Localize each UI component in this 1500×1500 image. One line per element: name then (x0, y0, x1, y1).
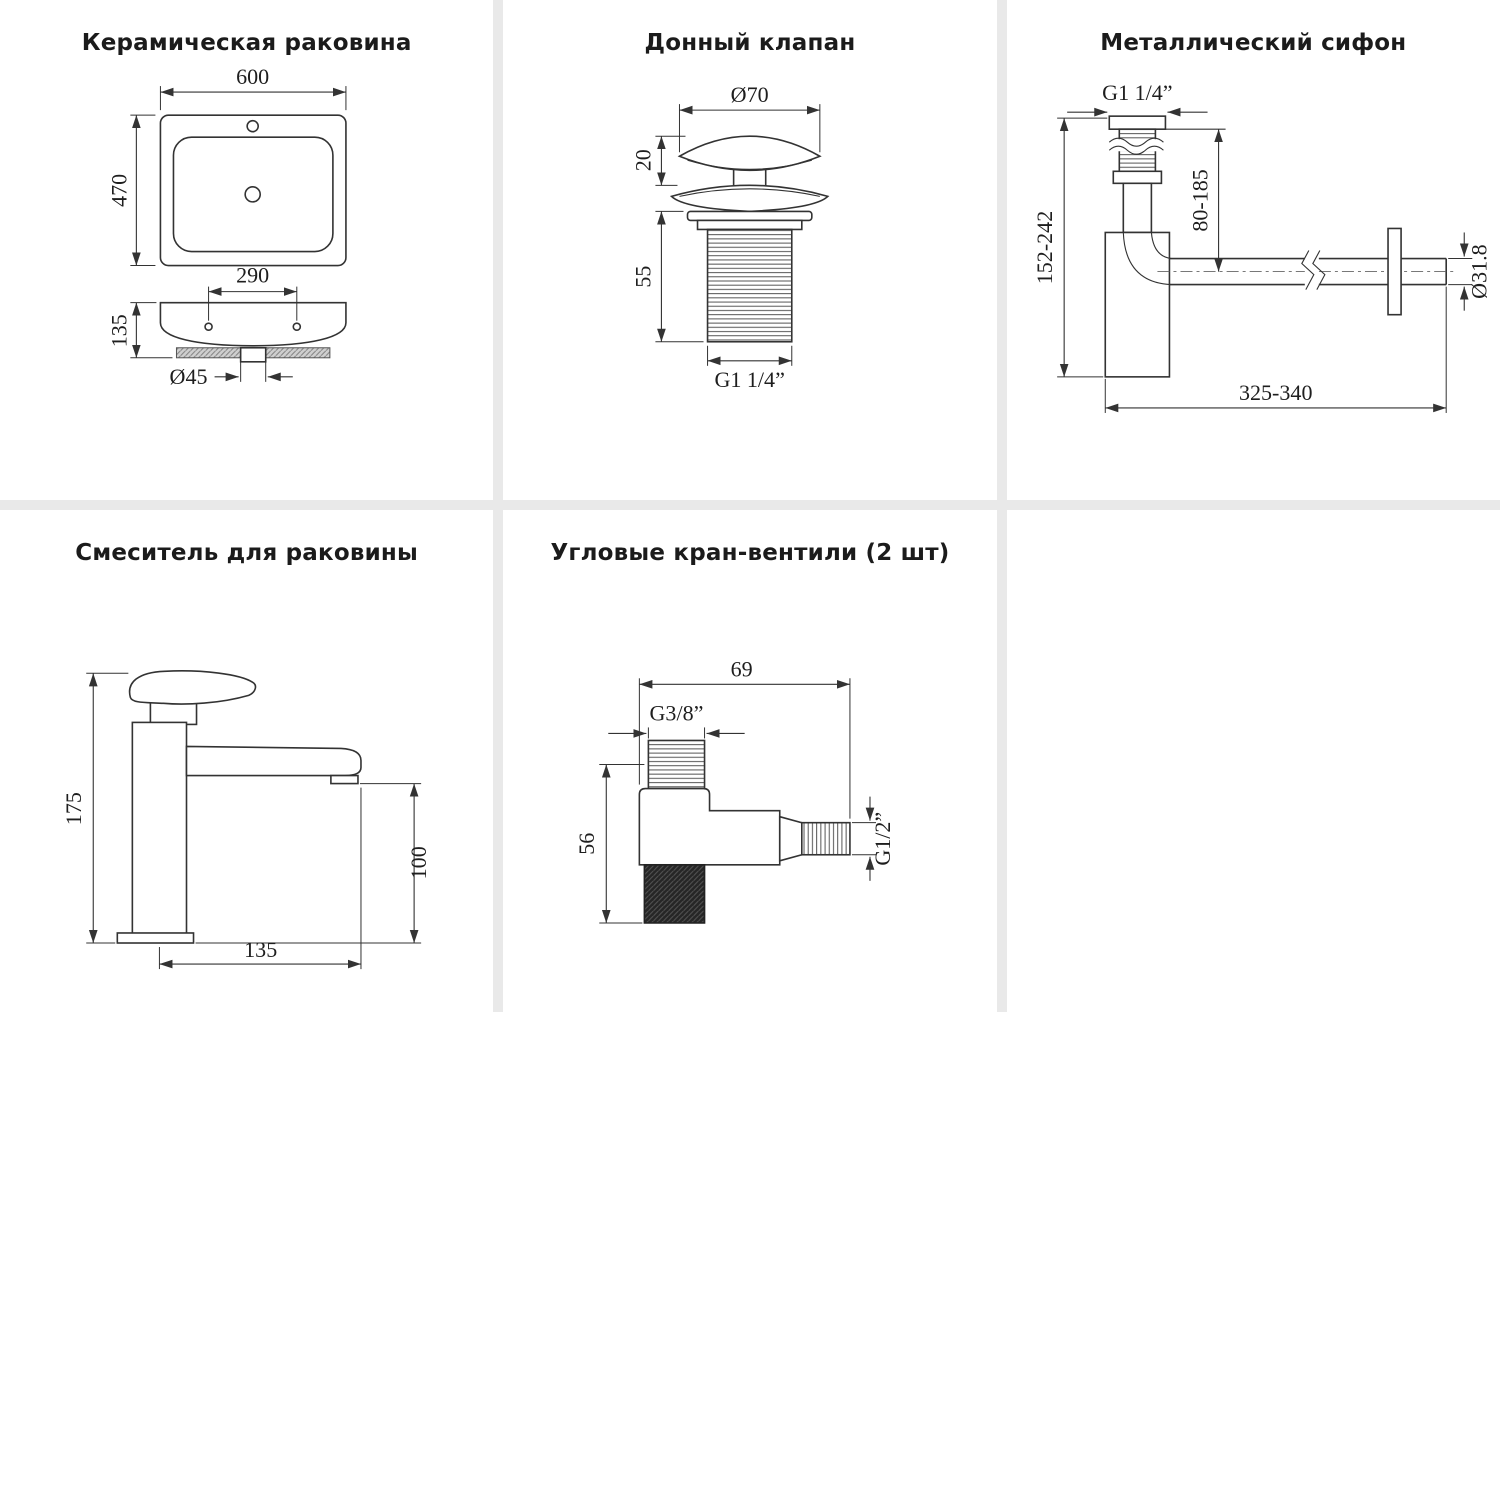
dim-depth: 470 (106, 174, 131, 207)
drain-valve-drawing: Ø70 20 55 G1 1/4” (631, 82, 830, 392)
dim-cap-height: 20 (631, 149, 656, 171)
mixer-drawing: 175 100 135 (61, 670, 431, 970)
sink-top-view (159, 114, 347, 267)
dim-thread: G1 1/4” (715, 367, 785, 392)
panel-mixer: Смеситель для раковины 175 (0, 510, 494, 1012)
dim-drain-diameter: Ø45 (170, 364, 208, 389)
dim-height-range: 152-242 (1032, 211, 1057, 284)
dim-length-range: 325-340 (1239, 380, 1312, 405)
mixer-body (116, 670, 362, 944)
sink-side-view (159, 301, 347, 363)
sink-drawing: 600 470 290 135 (106, 64, 347, 389)
valve-body (670, 135, 830, 343)
panel-ceramic-sink: Керамическая раковина (0, 0, 494, 500)
siphon-body (1104, 115, 1456, 378)
dim-width: 69 (731, 656, 753, 681)
dim-hole-spacing: 290 (236, 263, 269, 288)
dim-cap-diameter: Ø70 (731, 82, 769, 107)
dim-spout-reach: 135 (244, 937, 277, 962)
dim-outlet-thread: G1/2” (870, 812, 895, 866)
panel-title: Донный клапан (644, 30, 856, 56)
panel-title: Металлический сифон (1100, 30, 1407, 56)
dim-total-height: 175 (61, 792, 86, 825)
panel-siphon: Металлический сифон (1006, 0, 1500, 500)
dim-body-length: 55 (631, 266, 656, 288)
empty-cell (1006, 510, 1500, 1012)
panel-title: Керамическая раковина (81, 30, 412, 56)
angle-valve-drawing: 69 G3/8” 56 G1/2” (575, 656, 895, 924)
dim-height: 56 (575, 833, 600, 855)
dim-inlet-thread: G3/8” (650, 700, 704, 725)
panel-angle-valves: Угловые кран-вентили (2 шт) (503, 510, 997, 1012)
dim-height: 135 (106, 314, 131, 347)
panel-title: Смеситель для раковины (75, 540, 419, 566)
panel-drain-valve: Донный клапан (503, 0, 997, 500)
dim-pipe-diameter: Ø31.8 (1466, 244, 1491, 299)
angle-valve-body (638, 739, 852, 924)
dim-inlet-depth-range: 80-185 (1187, 169, 1212, 231)
dim-inlet-thread: G1 1/4” (1102, 80, 1172, 105)
dim-width: 600 (236, 64, 269, 89)
product-drawings-grid: Керамическая раковина (0, 0, 1500, 1012)
dim-spout-height: 100 (406, 846, 431, 879)
siphon-drawing: G1 1/4” 152-242 80-185 Ø31.8 325-340 (1032, 80, 1491, 413)
panel-title: Угловые кран-вентили (2 шт) (550, 540, 950, 566)
